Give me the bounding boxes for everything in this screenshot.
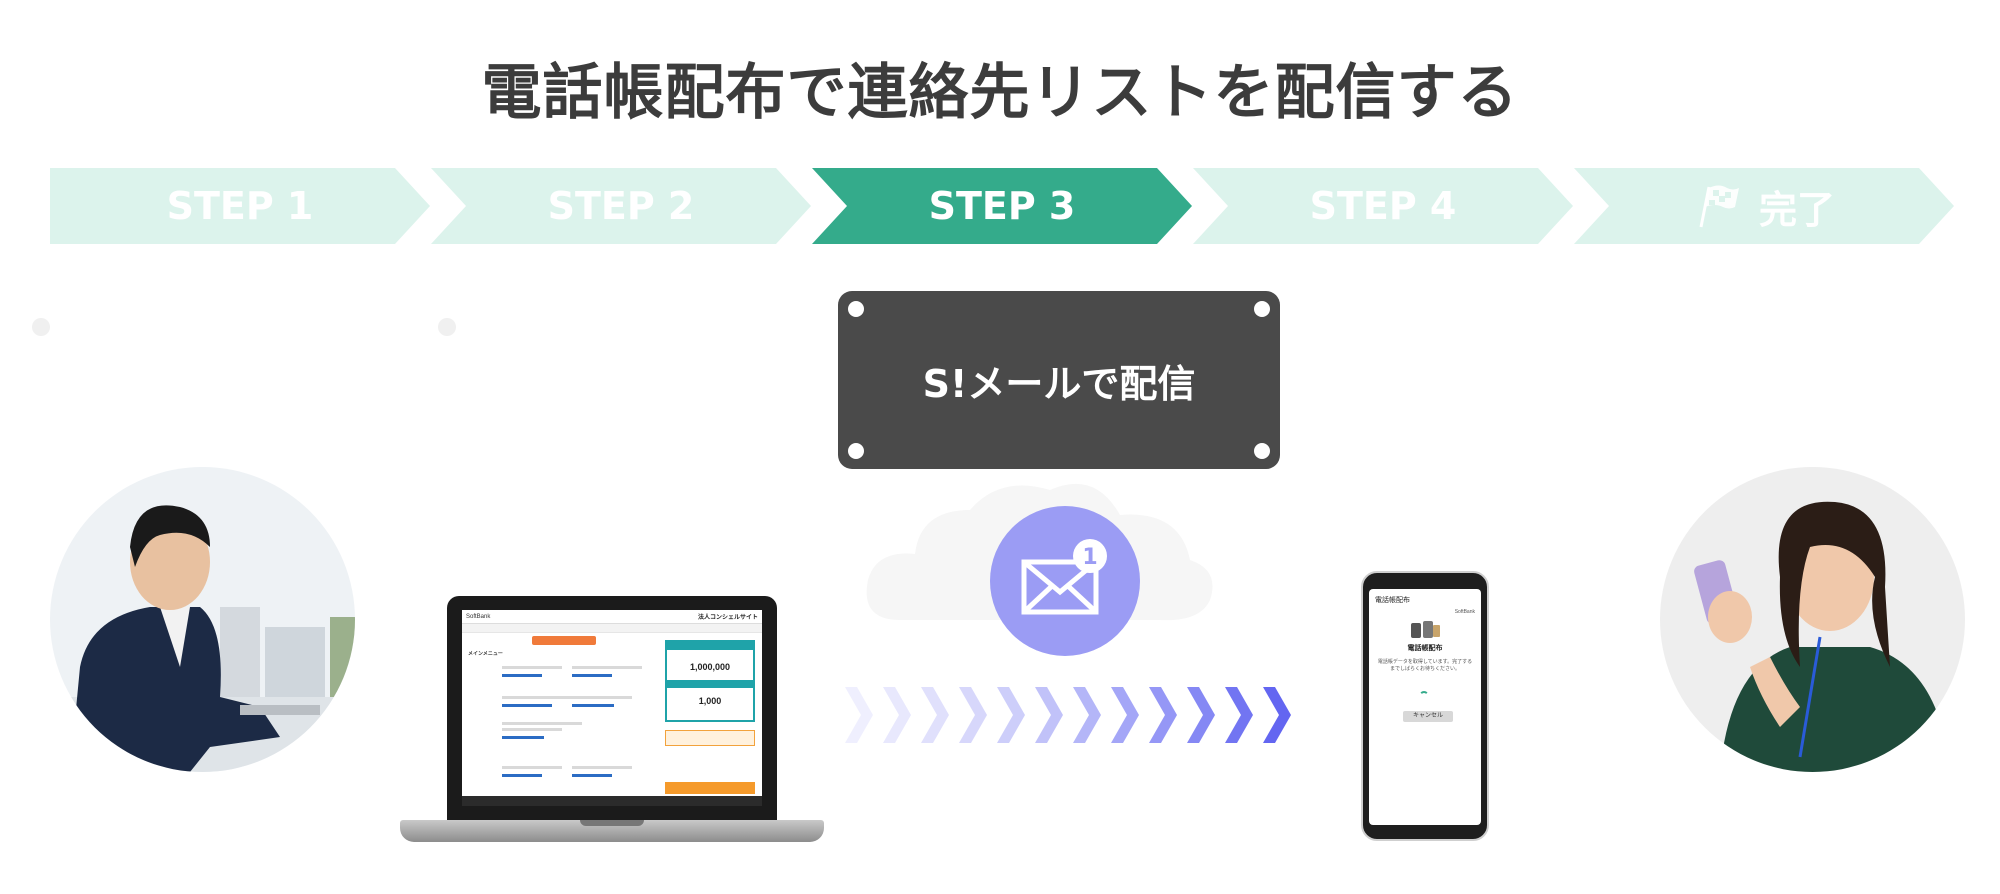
step-progress-bar: STEP 1 STEP 2 STEP 3 STEP 4 完了 xyxy=(50,168,1955,244)
phone-app-title: 電話帳配布 xyxy=(1375,597,1410,604)
smail-delivery-card: S!メールで配信 xyxy=(838,291,1280,469)
promo-banner xyxy=(665,782,755,794)
chevron-arrow-icon xyxy=(1111,687,1139,743)
step-complete: 完了 xyxy=(1574,168,1954,244)
step-2: STEP 2 xyxy=(431,168,811,244)
mail-notification: 1 xyxy=(990,506,1140,656)
laptop-base xyxy=(400,820,824,842)
chevron-arrow-icon xyxy=(959,687,987,743)
phones-illustration-icon xyxy=(1411,621,1440,638)
chevron-arrow-icon xyxy=(1073,687,1101,743)
smartphone-device: 電話帳配布 SoftBank 電話帳配布 電話帳データを取得しています。完了する… xyxy=(1361,571,1489,841)
woman-with-phone-photo xyxy=(1660,467,1965,772)
card-rivet xyxy=(1254,443,1270,459)
decorative-dot xyxy=(32,318,50,336)
step-4-label: STEP 4 xyxy=(1309,184,1457,228)
card-rivet xyxy=(848,443,864,459)
mail-badge-count: 1 xyxy=(1082,545,1097,570)
step-1: STEP 1 xyxy=(50,168,430,244)
chevron-arrow-icon xyxy=(1263,687,1291,743)
step-2-label: STEP 2 xyxy=(547,184,695,228)
chevron-arrow-icon xyxy=(1149,687,1177,743)
chevron-arrow-icon xyxy=(845,687,873,743)
cancel-button[interactable]: キャンセル xyxy=(1403,711,1453,722)
card-label: S!メールで配信 xyxy=(922,361,1196,406)
card-rivet xyxy=(1254,301,1270,317)
phone-screen: 電話帳配布 SoftBank 電話帳配布 電話帳データを取得しています。完了する… xyxy=(1369,589,1481,825)
envelope-icon: 1 xyxy=(1021,539,1107,615)
chevron-arrow-icon xyxy=(1187,687,1215,743)
page-title: 電話帳配布で連絡先リストを配信する xyxy=(481,58,1519,128)
taskbar xyxy=(462,796,762,806)
loading-spinner-icon xyxy=(1419,691,1429,701)
step-3-label: STEP 3 xyxy=(928,184,1076,228)
businessman-photo xyxy=(50,467,355,772)
softbank-logo: SoftBank xyxy=(466,613,491,620)
card-rivet xyxy=(848,301,864,317)
decorative-dot xyxy=(438,318,456,336)
chevron-arrow-icon xyxy=(921,687,949,743)
point-count: 1,000 xyxy=(698,696,722,706)
notice-banner xyxy=(532,636,596,645)
laptop-screen: SoftBank 法人コンシェルサイト メインメニュー 1,000,000 1,… xyxy=(462,610,762,806)
billing-summary-panel: 1,000,000 1,000 xyxy=(665,640,755,722)
phone-status-message: 電話帳データを取得しています。完了するまでしばらくお待ちください。 xyxy=(1377,659,1473,672)
chevron-arrow-icon xyxy=(1225,687,1253,743)
phone-heading: 電話帳配布 xyxy=(1407,645,1443,652)
step-3-active: STEP 3 xyxy=(812,168,1192,244)
site-title: 法人コンシェルサイト xyxy=(697,615,758,621)
billing-amount: 1,000,000 xyxy=(689,662,731,672)
faq-banner xyxy=(665,730,755,746)
step-1-label: STEP 1 xyxy=(166,184,314,228)
chevron-arrow-icon xyxy=(1035,687,1063,743)
main-menu-label: メインメニュー xyxy=(468,651,503,657)
laptop-device: SoftBank 法人コンシェルサイト メインメニュー 1,000,000 1,… xyxy=(400,596,824,856)
chevron-arrow-icon xyxy=(883,687,911,743)
checkered-flag-icon xyxy=(1699,185,1739,228)
chevron-arrow-icon xyxy=(997,687,1025,743)
step-4: STEP 4 xyxy=(1193,168,1573,244)
phone-brand: SoftBank xyxy=(1454,609,1475,615)
send-arrows xyxy=(845,687,1291,743)
step-complete-label: 完了 xyxy=(1758,187,1835,232)
